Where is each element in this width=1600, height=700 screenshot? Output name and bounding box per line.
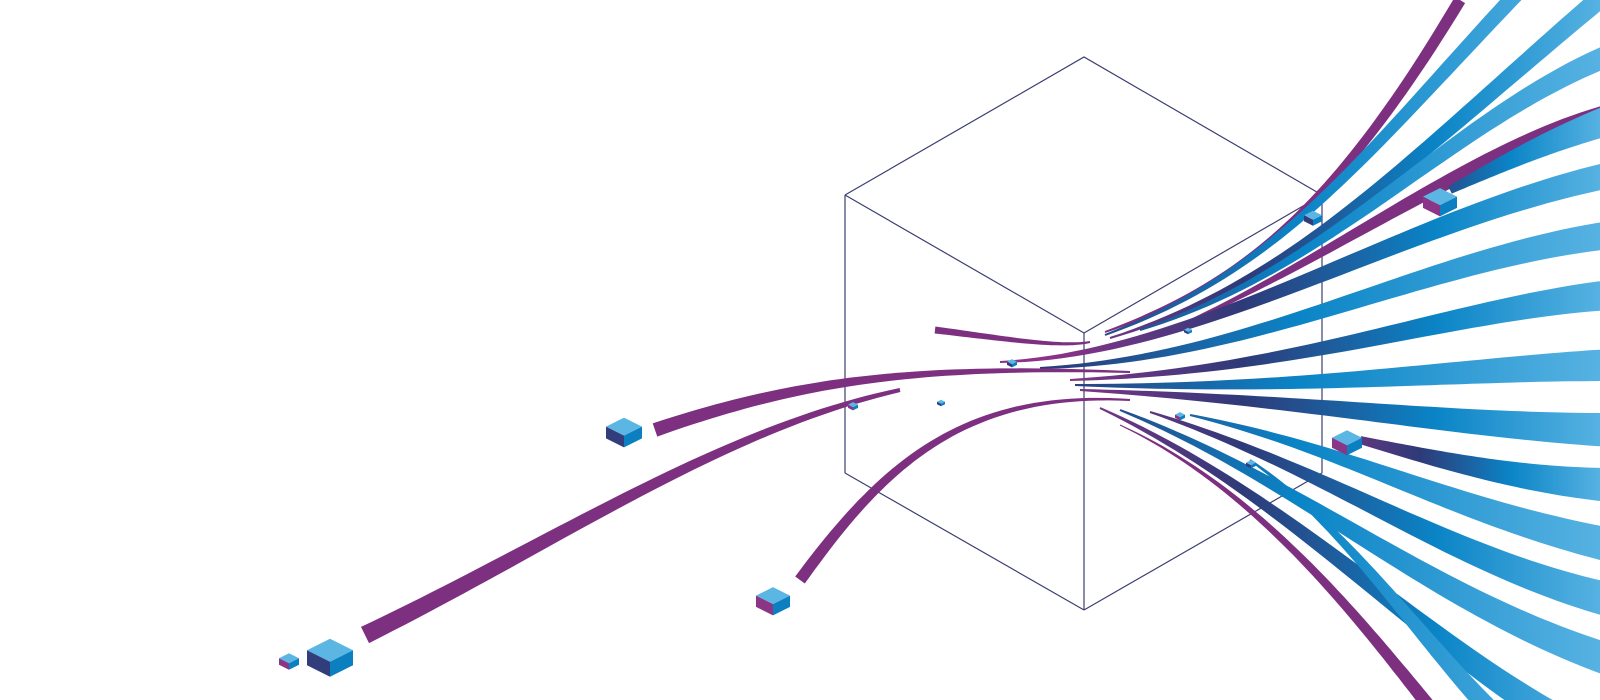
floating-cube (606, 417, 642, 448)
data-stream-ribbon (934, 326, 1091, 346)
floating-cube (1332, 430, 1362, 456)
data-stream-ribbon (1099, 407, 1553, 700)
floating-cube (1184, 327, 1192, 335)
floating-cube (279, 653, 299, 670)
data-stream-ribbon (1189, 414, 1600, 560)
data-stream-ribbon (1149, 411, 1600, 615)
floating-cube (1007, 359, 1017, 368)
floating-cube (848, 402, 858, 411)
floating-cube (1175, 412, 1185, 421)
floating-cube (1423, 188, 1457, 217)
data-stream-ribbon (1249, 459, 1494, 700)
data-stream-ribbon (1000, 164, 1600, 363)
data-stream-ribbon (1070, 281, 1600, 381)
floating-cube (1304, 210, 1322, 226)
data-stream-ribbon (1080, 389, 1600, 447)
data-stream-ribbon (1119, 424, 1433, 700)
floating-cube (1246, 460, 1256, 469)
data-stream-ribbon (1104, 0, 1522, 336)
floating-cube (307, 638, 353, 677)
data-stream-ribbon (1040, 222, 1600, 369)
data-stream-ribbon (652, 368, 1130, 437)
data-stream-ribbon (1448, 107, 1600, 194)
data-stream-ribbon (1119, 409, 1600, 674)
floating-cube (937, 399, 945, 407)
data-streams (361, 0, 1600, 700)
data-stream-ribbon (1075, 349, 1600, 390)
floating-cubes (279, 188, 1457, 677)
floating-cube (756, 587, 790, 616)
data-stream-ribbon (1109, 0, 1600, 339)
data-stream-ribbon (361, 388, 901, 644)
data-stream-ribbon (1359, 436, 1600, 501)
data-stream-ribbon (1139, 47, 1600, 331)
